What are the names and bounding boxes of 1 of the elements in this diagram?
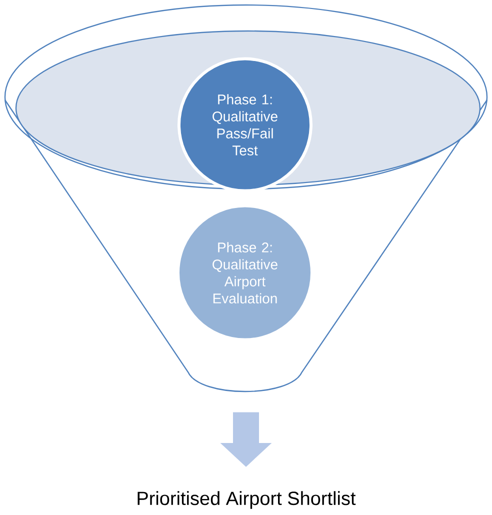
result-label: Prioritised Airport Shortlist xyxy=(138,491,356,509)
